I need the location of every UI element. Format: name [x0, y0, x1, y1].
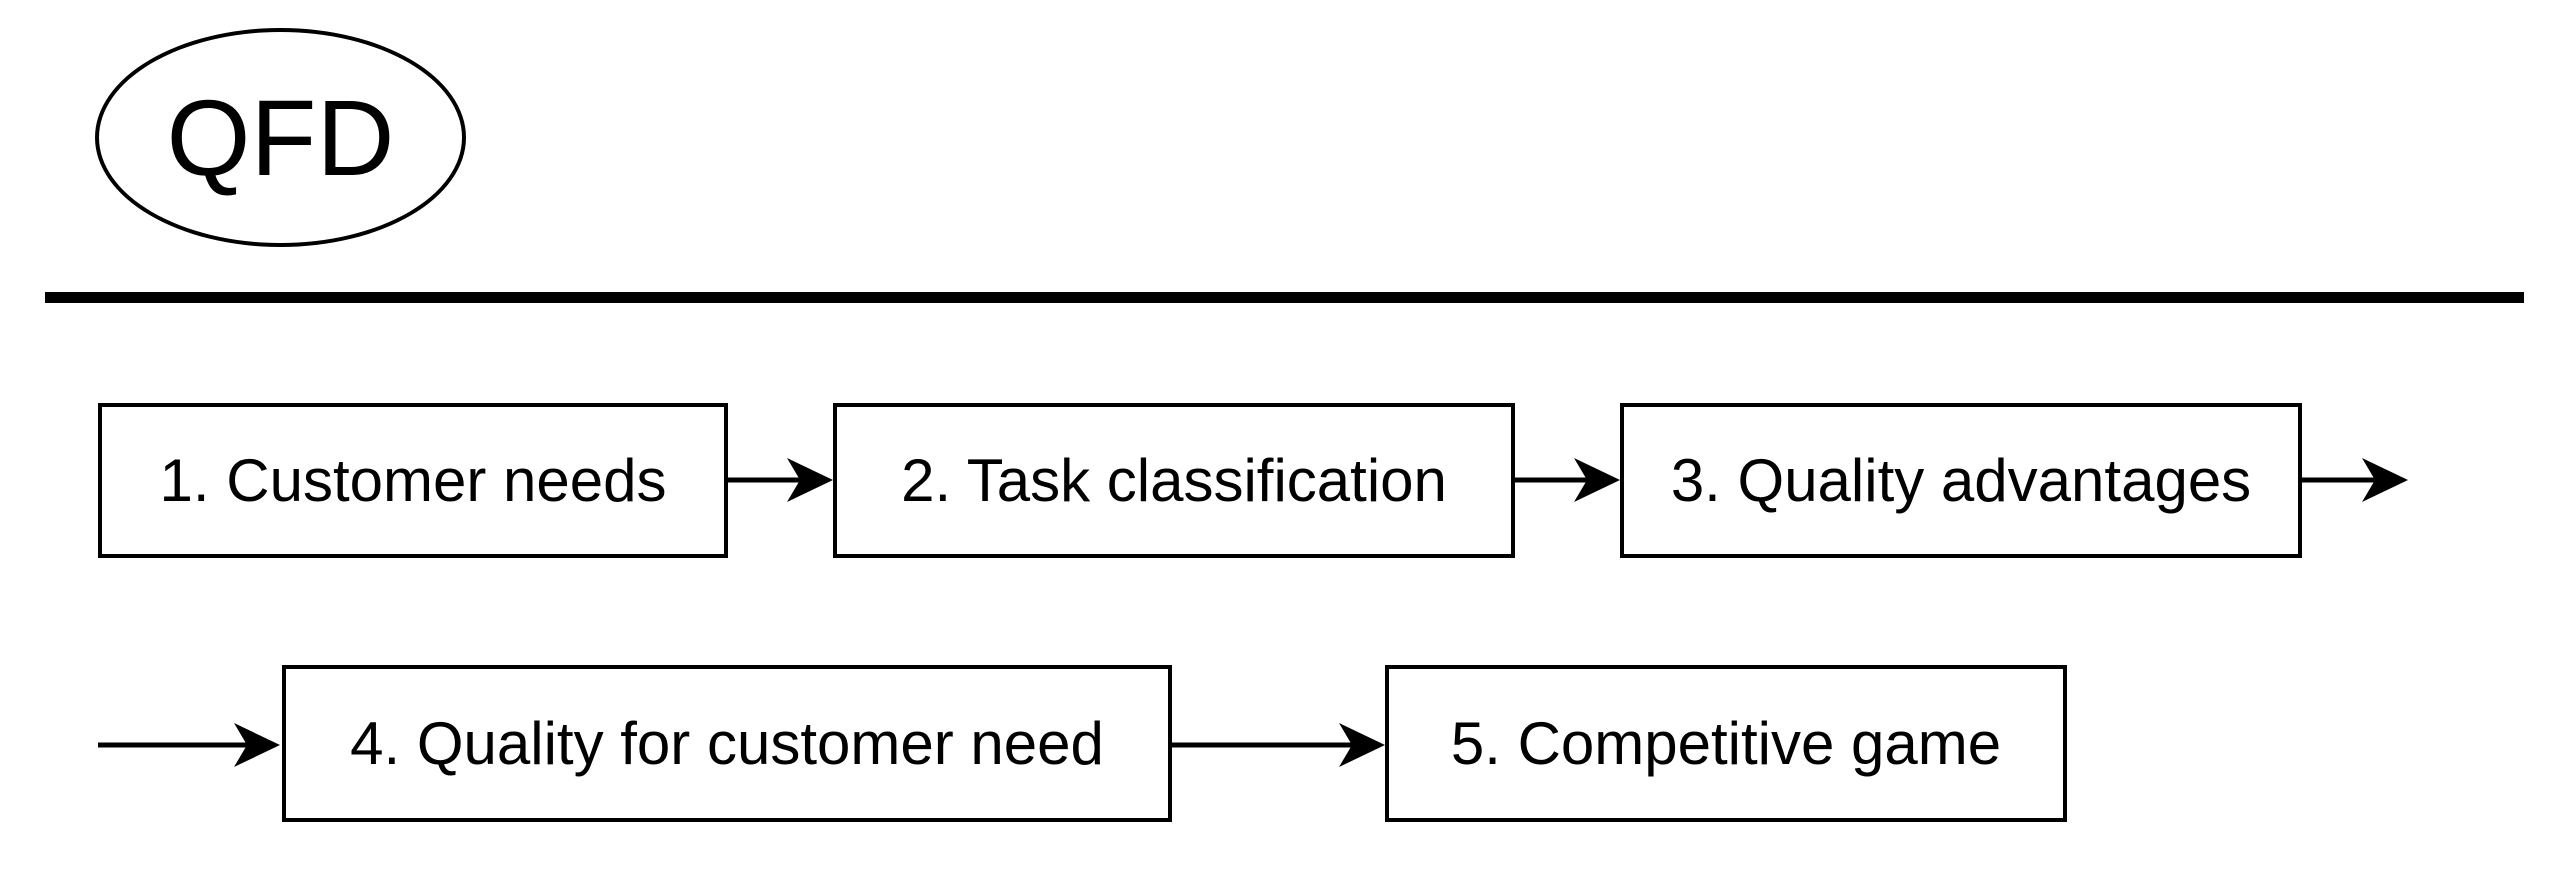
flow-node-label: 2. Task classification [901, 447, 1447, 514]
flow-node-label: 4. Quality for customer need [350, 710, 1104, 777]
qfd-ellipse-shape: QFD [95, 28, 466, 247]
arrow-3-exit [2302, 458, 2408, 502]
arrow-4-to-5 [1172, 723, 1385, 767]
flow-node-label: 1. Customer needs [159, 447, 667, 514]
arrow-1-to-2 [728, 458, 833, 502]
flow-node-quality-advantages: 3. Quality advantages [1620, 403, 2302, 558]
flow-node-quality-for-customer-need: 4. Quality for customer need [282, 665, 1172, 822]
diagram-title: QFD [166, 76, 395, 198]
horizontal-divider-line [45, 292, 2524, 303]
arrow-entry-4 [98, 723, 280, 767]
flow-node-label: 5. Competitive game [1450, 710, 2002, 777]
flow-node-label: 3. Quality advantages [1670, 447, 2252, 514]
flow-node-task-classification: 2. Task classification [833, 403, 1515, 558]
arrow-2-to-3 [1515, 458, 1620, 502]
flow-node-customer-needs: 1. Customer needs [98, 403, 728, 558]
flow-node-competitive-game: 5. Competitive game [1385, 665, 2067, 822]
